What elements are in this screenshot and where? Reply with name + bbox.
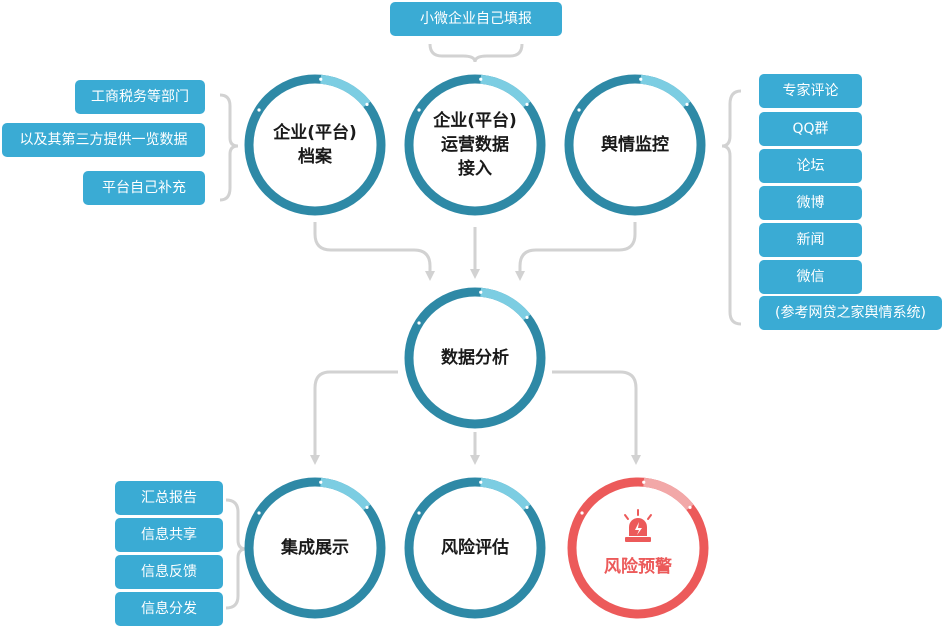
source-tag-gov: 工商税务等部门: [75, 80, 205, 114]
node-opinion-ring-gap: [639, 77, 643, 81]
node-warning-ring-gap: [580, 511, 584, 515]
node-analysis-line-1: 数据分析: [441, 348, 509, 368]
node-archive-ring-gap: [365, 102, 369, 106]
node-ops-ring-gap: [417, 108, 421, 112]
node-archive-line-1: 企业(平台): [273, 123, 357, 143]
node-analysis-ring-gap: [479, 290, 483, 294]
node-risk-eval-ring-gap: [525, 505, 529, 509]
node-display-line-1: 集成展示: [281, 538, 349, 558]
node-ops-line-1: 企业(平台): [433, 111, 517, 131]
node-risk-eval-ring-gap: [479, 480, 483, 484]
node-ops-ring-accent: [480, 74, 531, 108]
arrow-archive-to-analysis: [313, 222, 435, 281]
node-archive-ring-accent: [320, 74, 371, 108]
siren-icon: [624, 509, 652, 542]
opinion-tag-expert: 专家评论: [759, 74, 862, 108]
right-bracket: [721, 89, 742, 326]
top-source-tag: 小微企业自己填报: [390, 2, 562, 36]
node-risk-eval-ring-gap: [417, 511, 421, 515]
node-archive-label: 企业(平台) 档案: [255, 85, 375, 205]
output-tag-share: 信息共享: [115, 518, 223, 552]
node-risk-eval-label: 风险评估: [415, 488, 535, 608]
node-warning-label: 风险预警: [578, 537, 698, 597]
node-risk-eval-ring-accent: [480, 477, 531, 511]
node-display-ring-gap: [365, 505, 369, 509]
node-opinion-ring-gap: [577, 108, 581, 112]
node-ops-line-3: 接入: [458, 159, 492, 179]
opinion-tag-forum: 论坛: [759, 149, 862, 183]
node-display-ring: [244, 477, 386, 619]
node-analysis-ring: [404, 287, 546, 429]
node-analysis-ring-gap: [525, 315, 529, 319]
node-warning-ring-gap: [688, 505, 692, 509]
arrow-analysis-to-warning: [552, 370, 641, 465]
arrow-analysis-to-display: [310, 370, 398, 465]
node-warning-ring: [567, 477, 709, 619]
output-tag-distribute: 信息分发: [115, 592, 223, 626]
node-warning-ring-gap: [642, 480, 646, 484]
node-warning-ring-accent: [643, 477, 694, 511]
node-archive-ring: [244, 74, 386, 216]
node-analysis-ring-gap: [417, 321, 421, 325]
opinion-tag-weibo: 微博: [759, 186, 862, 220]
opinion-tag-qq: QQ群: [759, 112, 862, 146]
node-warning-line-1: 风险预警: [604, 557, 672, 577]
node-display-ring-gap: [319, 480, 323, 484]
node-risk-eval-line-1: 风险评估: [441, 538, 509, 558]
opinion-tag-news: 新闻: [759, 223, 862, 257]
left-bottom-bracket: [225, 498, 247, 610]
node-archive-ring-gap: [319, 77, 323, 81]
node-display-label: 集成展示: [255, 488, 375, 608]
node-ops-label: 企业(平台) 运营数据 接入: [415, 85, 535, 205]
source-tag-third-party: 以及其第三方提供一览数据: [2, 123, 205, 157]
source-tag-platform: 平台自己补充: [83, 171, 205, 205]
node-ops-ring: [404, 74, 546, 216]
node-ops-line-2: 运营数据: [441, 135, 509, 155]
node-analysis-ring-accent: [480, 287, 531, 321]
node-opinion-line-1: 舆情监控: [601, 135, 669, 155]
node-opinion-ring: [564, 74, 706, 216]
node-analysis-label: 数据分析: [415, 298, 535, 418]
node-archive-ring-gap: [257, 108, 261, 112]
output-tag-summary: 汇总报告: [115, 481, 223, 515]
top-bracket: [428, 43, 524, 63]
arrow-opinion-to-analysis: [515, 222, 637, 281]
opinion-tag-reference: (参考网贷之家舆情系统): [759, 296, 942, 330]
node-display-ring-accent: [320, 477, 371, 511]
node-display-ring-gap: [257, 511, 261, 515]
node-opinion-ring-accent: [640, 74, 691, 108]
node-opinion-ring-gap: [685, 102, 689, 106]
node-risk-eval-ring: [404, 477, 546, 619]
left-top-bracket: [219, 93, 239, 202]
opinion-tag-wechat: 微信: [759, 260, 862, 294]
node-opinion-label: 舆情监控: [575, 85, 695, 205]
node-archive-line-2: 档案: [298, 147, 332, 167]
output-tag-feedback: 信息反馈: [115, 555, 223, 589]
node-ops-ring-gap: [525, 102, 529, 106]
node-ops-ring-gap: [479, 77, 483, 81]
